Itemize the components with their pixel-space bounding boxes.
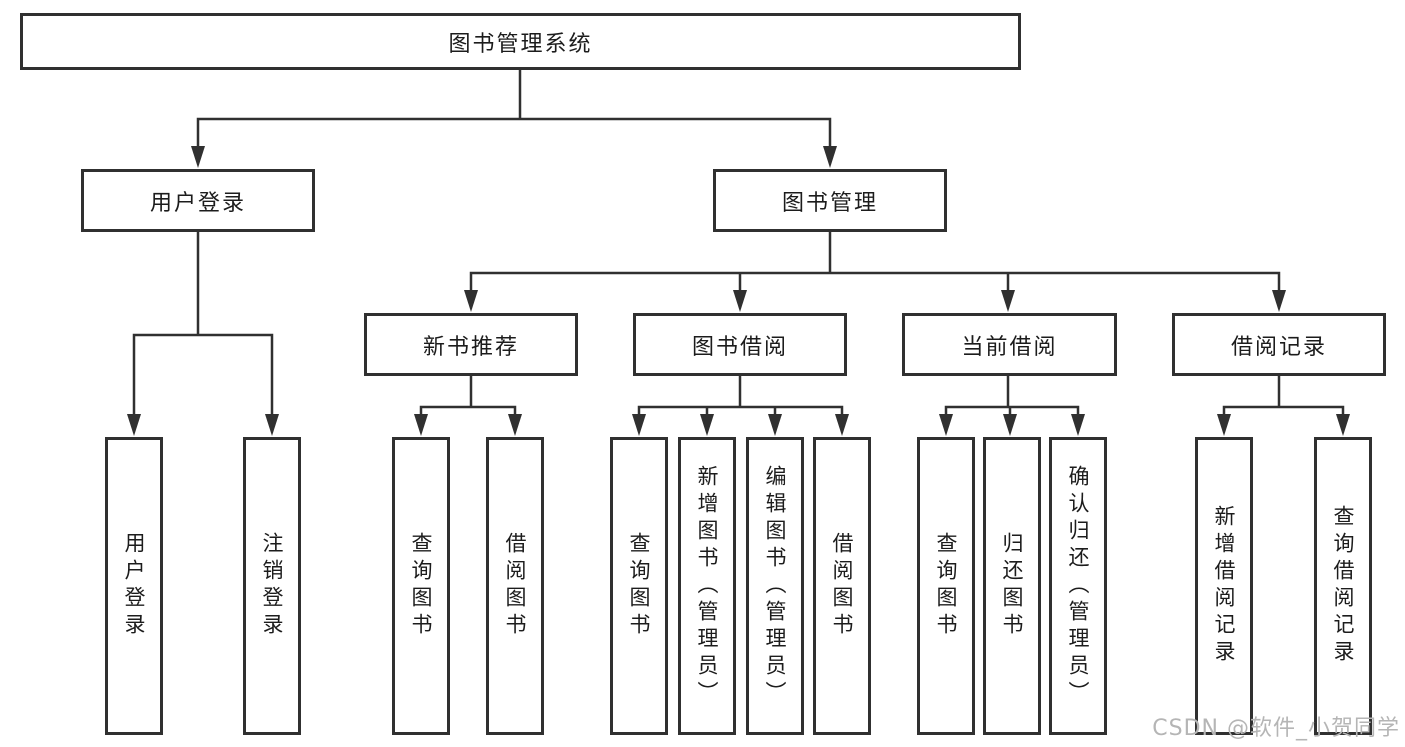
leaf-borrow-books-recommend-label: 借阅图书 xyxy=(503,532,528,640)
leaf-add-books-admin: 新增图书（管理员） xyxy=(678,437,736,735)
leaf-logout: 注销登录 xyxy=(243,437,301,735)
leaf-logout-label: 注销登录 xyxy=(260,532,285,640)
leaf-borrow-books-recommend: 借阅图书 xyxy=(486,437,544,735)
leaf-query-books-recommend: 查询图书 xyxy=(392,437,450,735)
leaf-add-borrow-record-label: 新增借阅记录 xyxy=(1212,505,1237,667)
node-current-borrowing: 当前借阅 xyxy=(902,313,1117,376)
node-book-management: 图书管理 xyxy=(713,169,947,232)
node-root-system: 图书管理系统 xyxy=(20,13,1021,70)
csdn-watermark: CSDN @软件_小贺同学 xyxy=(1152,716,1400,741)
leaf-edit-books-admin: 编辑图书（管理员） xyxy=(746,437,804,735)
leaf-user-login: 用户登录 xyxy=(105,437,163,735)
leaf-query-borrow-record: 查询借阅记录 xyxy=(1314,437,1372,735)
leaf-user-login-label: 用户登录 xyxy=(122,532,147,640)
node-book-borrowing: 图书借阅 xyxy=(633,313,847,376)
leaf-confirm-return-admin-label: 确认归还（管理员） xyxy=(1066,464,1091,708)
leaf-query-books-borrowing-label: 查询图书 xyxy=(627,532,652,640)
leaf-edit-books-admin-label: 编辑图书（管理员） xyxy=(763,464,788,708)
node-new-book-recommend: 新书推荐 xyxy=(364,313,578,376)
leaf-query-books-current-label: 查询图书 xyxy=(934,532,959,640)
leaf-borrow-books-borrowing-label: 借阅图书 xyxy=(830,532,855,640)
node-borrow-records: 借阅记录 xyxy=(1172,313,1386,376)
leaf-query-books-recommend-label: 查询图书 xyxy=(409,532,434,640)
leaf-return-books-label: 归还图书 xyxy=(1000,532,1025,640)
leaf-query-borrow-record-label: 查询借阅记录 xyxy=(1331,505,1356,667)
leaf-confirm-return-admin: 确认归还（管理员） xyxy=(1049,437,1107,735)
leaf-query-books-current: 查询图书 xyxy=(917,437,975,735)
leaf-return-books: 归还图书 xyxy=(983,437,1041,735)
leaf-borrow-books-borrowing: 借阅图书 xyxy=(813,437,871,735)
leaf-query-books-borrowing: 查询图书 xyxy=(610,437,668,735)
leaf-add-borrow-record: 新增借阅记录 xyxy=(1195,437,1253,735)
node-user-login: 用户登录 xyxy=(81,169,315,232)
leaf-add-books-admin-label: 新增图书（管理员） xyxy=(695,464,720,708)
